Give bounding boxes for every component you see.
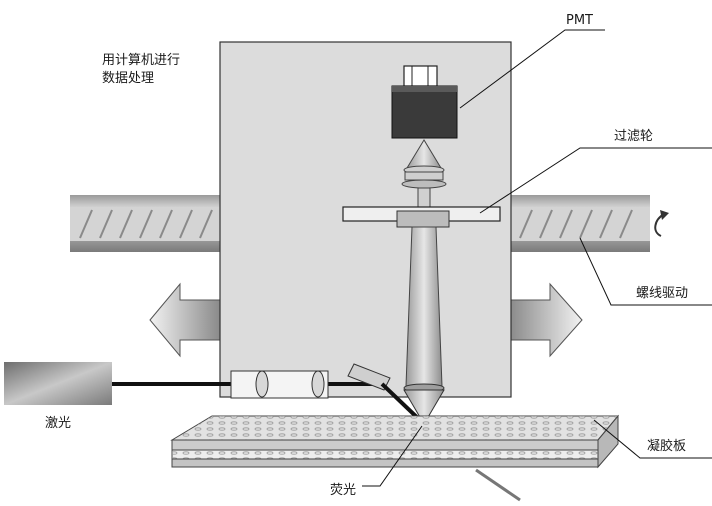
screw-rail-right — [510, 195, 650, 252]
label-computer-line1: 用计算机进行 — [102, 53, 181, 68]
move-right-arrow-icon — [509, 282, 583, 358]
label-screw-drive: 螺线驱动 — [636, 286, 689, 301]
callout-lines — [362, 29, 712, 487]
mirror — [347, 363, 391, 391]
beam-expander — [230, 370, 329, 399]
label-pmt: PMT — [566, 13, 593, 28]
label-fluorescence: 荧光 — [330, 483, 357, 498]
screw-rail-left — [70, 195, 222, 252]
gel-plate — [170, 414, 620, 469]
lens-stack — [401, 139, 447, 213]
label-gel-plate: 凝胶板 — [647, 439, 687, 454]
label-filter-wheel: 过滤轮 — [614, 129, 654, 144]
pmt-detector — [391, 65, 458, 139]
move-left-arrow-icon — [149, 282, 221, 358]
laser-source — [4, 362, 112, 405]
label-laser: 激光 — [45, 416, 72, 431]
optical-beam — [403, 226, 445, 425]
filter-wheel — [342, 206, 501, 228]
label-computer-line2: 数据处理 — [102, 71, 155, 86]
rotation-arrow-icon — [654, 210, 669, 237]
support-rod — [475, 468, 521, 502]
